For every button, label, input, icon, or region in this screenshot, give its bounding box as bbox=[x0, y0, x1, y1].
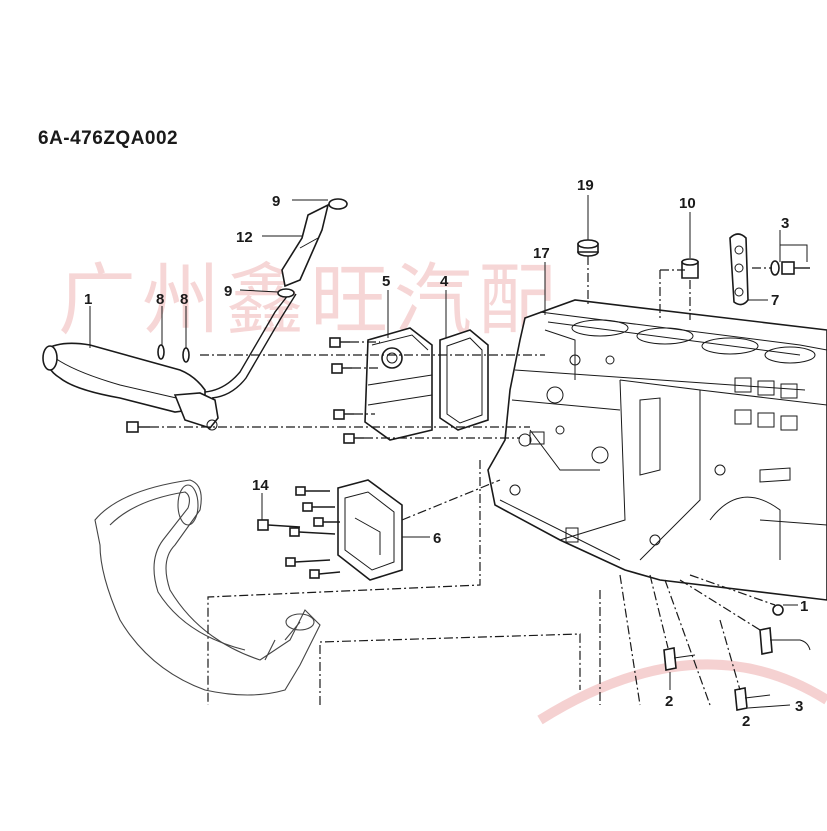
o-ring bbox=[182, 347, 190, 363]
callout-9: 9 bbox=[224, 283, 232, 300]
callout-6: 6 bbox=[433, 530, 441, 547]
callout-2: 2 bbox=[665, 693, 673, 710]
callout-7: 7 bbox=[771, 292, 779, 309]
watermark-arc bbox=[537, 659, 827, 725]
callout-1: 1 bbox=[800, 598, 808, 615]
callout-8: 8 bbox=[156, 291, 164, 308]
bolts bbox=[257, 486, 341, 579]
callout-12: 12 bbox=[236, 229, 253, 246]
callout-1: 1 bbox=[84, 291, 92, 308]
leader-lines bbox=[89, 195, 808, 709]
hose bbox=[277, 198, 348, 298]
engine-block bbox=[487, 299, 827, 601]
callout-14: 14 bbox=[252, 477, 269, 494]
cover-plate bbox=[257, 479, 403, 581]
watermark: 广州鑫旺汽配 bbox=[58, 256, 563, 346]
cooler-gasket bbox=[439, 329, 489, 431]
exhaust-pipe-outline bbox=[94, 479, 321, 696]
callout-8: 8 bbox=[180, 291, 188, 308]
bottom-parts bbox=[663, 604, 811, 711]
callout-labels: 1 8 8 9 9 12 5 4 17 19 10 3 7 14 6 1 2 2… bbox=[84, 177, 808, 730]
callout-10: 10 bbox=[679, 195, 696, 212]
oil-cooler bbox=[364, 327, 433, 441]
callout-9: 9 bbox=[272, 193, 280, 210]
oil-tube-assembly bbox=[42, 289, 297, 431]
callout-19: 19 bbox=[577, 177, 594, 194]
bolts bbox=[126, 337, 364, 444]
callout-5: 5 bbox=[382, 273, 390, 290]
assembly-guide-lines bbox=[150, 256, 776, 706]
callout-17: 17 bbox=[533, 245, 550, 262]
diagram-code: 6A-476ZQA002 bbox=[38, 128, 179, 149]
callout-3: 3 bbox=[781, 215, 789, 232]
callout-3: 3 bbox=[795, 698, 803, 715]
callout-2: 2 bbox=[742, 713, 750, 730]
o-ring bbox=[157, 344, 165, 360]
callout-4: 4 bbox=[440, 273, 449, 290]
